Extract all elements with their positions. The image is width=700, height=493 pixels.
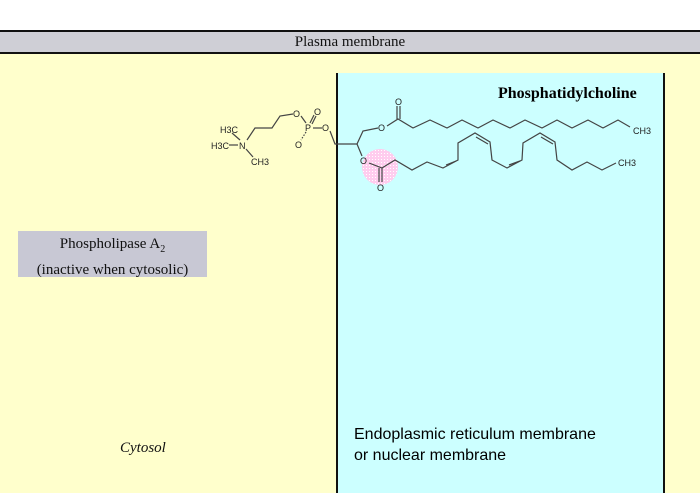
er-label: Endoplasmic reticulum membrane or nuclea… xyxy=(354,424,596,466)
atom-o-8: O xyxy=(377,183,384,193)
phospholipase-a2-box: Phospholipase A2 (inactive when cytosoli… xyxy=(18,231,207,278)
atom-o-5: O xyxy=(378,123,385,133)
atom-ch3-bottom: CH3 xyxy=(251,157,269,167)
molecule-title: Phosphatidylcholine xyxy=(498,85,637,102)
atom-o-3: O xyxy=(295,140,302,150)
er-label-line2: or nuclear membrane xyxy=(354,447,507,464)
atom-h3c-left: H3C xyxy=(211,141,230,151)
er-membrane-region xyxy=(336,73,665,493)
atom-o-2: O xyxy=(314,107,321,117)
atom-o-1: O xyxy=(293,109,300,119)
cytosol-label: Cytosol xyxy=(120,440,166,456)
atom-n: N xyxy=(239,141,246,151)
plasma-membrane-band: Plasma membrane xyxy=(0,30,700,54)
atom-o-6: O xyxy=(395,97,402,107)
enzyme-subscript: 2 xyxy=(160,244,166,255)
atom-o-4: O xyxy=(322,123,329,133)
atom-h3c-top: H3C xyxy=(220,125,239,135)
atom-o-7: O xyxy=(360,156,367,166)
atom-ch3-sn1: CH3 xyxy=(633,126,651,136)
atom-p: P xyxy=(305,123,311,133)
enzyme-note: (inactive when cytosolic) xyxy=(36,262,189,278)
atom-ch3-sn2: CH3 xyxy=(618,158,636,168)
er-label-line1: Endoplasmic reticulum membrane xyxy=(354,426,596,443)
plasma-membrane-label: Plasma membrane xyxy=(294,34,406,50)
enzyme-name: Phospholipase A xyxy=(59,236,161,252)
top-blank xyxy=(0,0,700,30)
